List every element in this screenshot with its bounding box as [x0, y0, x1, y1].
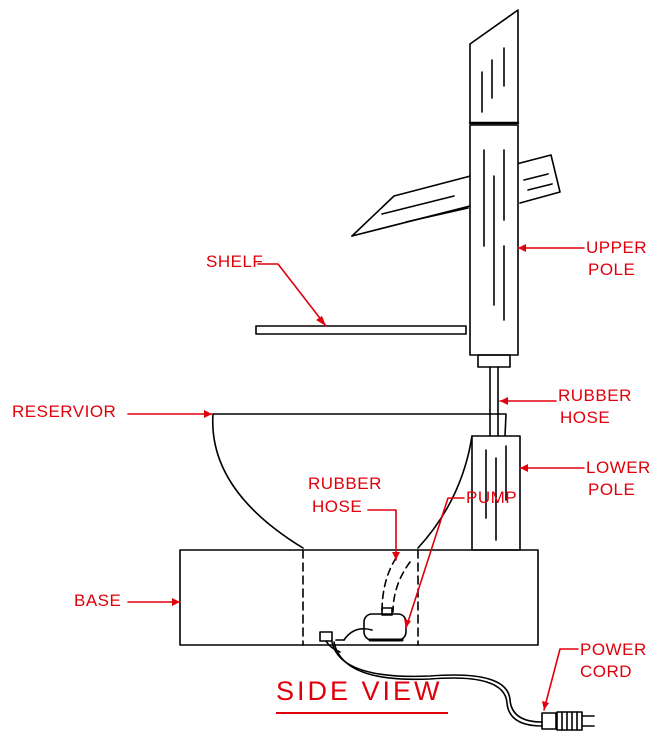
diagram-title: SIDE VIEW — [276, 676, 443, 706]
label-lower-pole-line1: LOWER — [586, 458, 651, 477]
label-power-cord-line1: POWER — [580, 640, 647, 659]
lower-pole — [471, 435, 521, 551]
rubber-hose-upper — [489, 366, 499, 437]
reservoir — [211, 413, 507, 549]
label-lower-pole-line2: POLE — [588, 480, 636, 499]
label-rubber-hose-top-line1: RUBBER — [558, 386, 632, 405]
label-pump: PUMP — [466, 488, 518, 507]
rubber-hose-inner — [381, 557, 411, 613]
leader-power-cord — [543, 648, 579, 711]
shelf — [255, 325, 467, 335]
label-upper-pole-line1: UPPER — [586, 238, 648, 257]
leader-lines — [127, 247, 585, 711]
pump — [363, 607, 407, 642]
label-reservior: RESERVIOR — [12, 402, 117, 421]
leader-pump — [405, 497, 465, 629]
upper-pole-top — [468, 9, 520, 125]
label-power-cord-line2: CORD — [580, 662, 633, 681]
tilted-board — [351, 154, 561, 237]
label-rubber-hose-inner-line2: HOSE — [312, 497, 363, 516]
label-rubber-hose-top-line2: HOSE — [560, 408, 611, 427]
base — [179, 549, 539, 646]
leader-rubber-hose-inner — [367, 509, 397, 561]
label-base: BASE — [74, 591, 122, 610]
arrowheads — [172, 244, 549, 710]
label-upper-pole-line2: POLE — [588, 260, 636, 279]
leader-shelf — [257, 263, 327, 327]
label-shelf: SHELF — [206, 252, 264, 271]
power-plug — [541, 711, 595, 731]
title-underline — [276, 712, 448, 714]
upper-pole — [469, 124, 519, 368]
power-cord — [319, 627, 543, 727]
label-rubber-hose-inner-line1: RUBBER — [308, 474, 382, 493]
